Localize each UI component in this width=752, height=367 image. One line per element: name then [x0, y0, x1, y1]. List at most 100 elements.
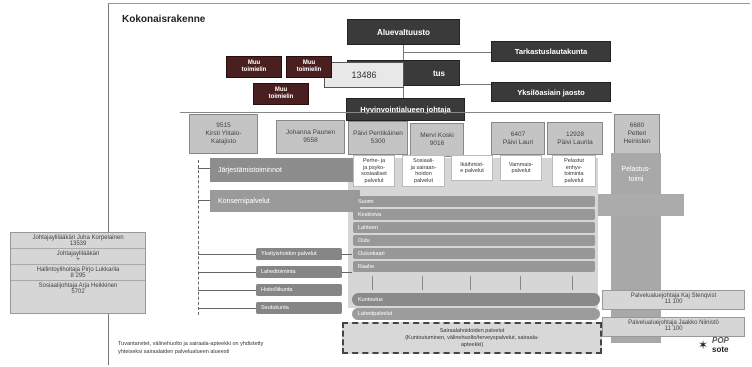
panel-entry-label: Sosiaalijohtaja Arja Heikkinen	[38, 283, 118, 289]
column-tick	[422, 276, 423, 290]
dashed-line: (Kuntoutuminen, välinehuolto/terveyspalv…	[405, 334, 539, 341]
pop-sote-logo: ✶ POP sote	[698, 336, 746, 358]
aluevaltuusto-box: Aluevaltuusto	[347, 19, 460, 45]
service-line: palvelut	[364, 177, 384, 184]
panel-entry: Sosiaalijohtaja Arja Heikkinen 5702	[11, 281, 145, 296]
region-band: Oulu	[353, 235, 595, 246]
director-name: Päivi Pentikäinen	[353, 130, 403, 137]
arrow-line	[342, 272, 352, 273]
right-overlay-panel: Palvelualuejohtaja Jaakko Niinistö 11 10…	[602, 317, 745, 337]
service-column-header: Ikäihmist- e palvelut	[451, 155, 493, 181]
director-name: Kirsti Ylitalo-	[205, 130, 242, 137]
service-line: hoidon	[415, 171, 432, 177]
director-number: 9016	[429, 140, 445, 147]
service-column-header: Sosiaali- ja sairaan- hoidon palvelut	[402, 155, 445, 187]
dashed-line: Sairaalahoidoiden palvelut	[439, 327, 505, 334]
panel-entry-label: Palvelualuejohtaja Kaj Stenqvist	[630, 293, 717, 299]
director-number: 5300	[370, 138, 386, 145]
column-tick	[372, 276, 373, 290]
pelastus-line: toimi	[628, 176, 644, 183]
arrow-line	[198, 308, 256, 309]
slide-title: Kokonaisrakenne	[122, 14, 206, 25]
konsernipalvelut-box: Konsernipalvelut	[210, 190, 360, 212]
director-name: Päivi Laurila	[557, 138, 593, 146]
panel-entry-value: 11 100	[664, 299, 683, 305]
pelastustoimi-column	[611, 153, 661, 343]
arrow-line	[198, 168, 210, 169]
service-line: Pelastut	[564, 158, 584, 164]
region-band: Oulunkaari	[353, 248, 595, 259]
director-number: 9558	[303, 137, 318, 144]
director-number: 6407	[510, 130, 526, 138]
pelastus-line: Pelastus-	[621, 166, 651, 173]
toimielin-label: toimielin	[296, 67, 322, 73]
arrow-line	[198, 290, 256, 291]
tarkastuslautakunta-box: Tarkastuslautakunta	[491, 41, 611, 62]
panel-entry: Hallintoylihoitaja Pirjo Lukkarila 8 295	[11, 265, 145, 281]
director-name: Mervi Koski	[420, 132, 454, 139]
director-name: Johanna Paunen	[285, 129, 336, 136]
panel-entry-label: Palvelualuejohtaja Jaakko Niinistö	[628, 320, 719, 326]
logo-text: sote	[712, 345, 729, 354]
region-band: Lahteen	[353, 222, 595, 233]
director-number: 9515	[216, 122, 231, 129]
panel-entry-label: Hallintoylihoitaja Pirjo Lukkarila	[36, 267, 120, 273]
arrow-line	[198, 272, 256, 273]
arrow-line	[342, 254, 352, 255]
slide-frame	[108, 3, 750, 365]
muu-label: Muu	[274, 87, 288, 93]
panel-entry: Johtajaylilääkäri Juha Korpelainen 13539	[11, 233, 145, 249]
director-name: Petteri	[627, 130, 647, 137]
left-list-item: Lahedtoiminta	[256, 266, 342, 278]
panel-entry-value: 13539	[69, 241, 87, 247]
left-overlay-panel: Johtajaylilääkäri Juha Korpelainen 13539…	[10, 232, 146, 314]
panel-entry-value: 8 295	[70, 273, 86, 279]
service-line: Vammais-	[508, 161, 534, 168]
muu-label: Muu	[247, 60, 261, 66]
director-box: 6407 Päivi Lauri	[491, 122, 545, 155]
service-line: palvelut	[564, 177, 584, 184]
muu-toimielin-box: Muu toimielin	[253, 83, 309, 105]
director-box: Mervi Koski 9016	[410, 123, 464, 157]
toimielin-label: toimielin	[268, 94, 294, 100]
arrow-line	[198, 200, 210, 201]
konserni-extension	[598, 194, 684, 216]
service-line: ja psyko-	[362, 164, 385, 171]
director-box: 12928 Päivi Laurila	[547, 122, 603, 155]
service-line: e palvelut	[460, 168, 484, 174]
lahedpalvelut-pill: Lahedpalvelut	[352, 308, 600, 320]
panel-entry-value: 5702	[71, 289, 85, 295]
service-line: palvelut	[414, 177, 433, 184]
region-band: Keskiviva	[353, 209, 595, 220]
director-bar	[180, 112, 612, 113]
left-list-item: Seutukunta	[256, 302, 342, 314]
director-box: 9515 Kirsti Ylitalo- Katajisto	[189, 114, 258, 154]
director-name: Päivi Lauri	[502, 138, 534, 146]
jarjestamistoiminnot-box: Järjestämistoiminnot	[210, 158, 360, 182]
footnote-line: Tuvantarvitet, välinehuolto ja sairaala-…	[118, 341, 264, 347]
service-line: sosiaaliset	[361, 171, 387, 177]
panel-entry-label: Johtajaylilääkäri Juha Korpelainen	[32, 235, 124, 241]
service-line: enhyv-	[565, 164, 583, 171]
dashed-line: apteekki)	[460, 341, 484, 348]
connector	[403, 52, 491, 53]
service-line: Perhe- ja	[362, 158, 386, 164]
column-tick	[520, 276, 521, 290]
panel-entry-value: 11 100	[664, 326, 683, 332]
director-box: Johanna Paunen 9558	[276, 120, 345, 154]
panel-entry: Johtajaylilääkäri +	[11, 249, 145, 265]
director-number: 6680	[629, 122, 645, 129]
service-line: ja sairaan-	[410, 164, 437, 171]
service-column-header: Perhe- ja ja psyko- sosiaaliset palvelut	[353, 155, 395, 187]
region-band: Raahe	[353, 261, 595, 272]
director-box: 6680 Petteri Heinisten	[614, 114, 660, 154]
panel-entry-label: Johtajaylilääkäri	[56, 251, 100, 257]
pelastustoimi-label: Pelastus- toimi	[611, 165, 661, 185]
service-column-header: Pelastut enhyv- toiminta palvelut	[552, 155, 596, 187]
dashed-connector	[198, 160, 199, 315]
connector	[460, 84, 491, 85]
footnote-line: yhteiseksi sairaalaiden palvelualueen al…	[118, 349, 230, 355]
muu-label: Muu	[302, 60, 316, 66]
overlay-number-box: 13486	[324, 62, 404, 88]
service-line: toiminta	[564, 171, 584, 177]
